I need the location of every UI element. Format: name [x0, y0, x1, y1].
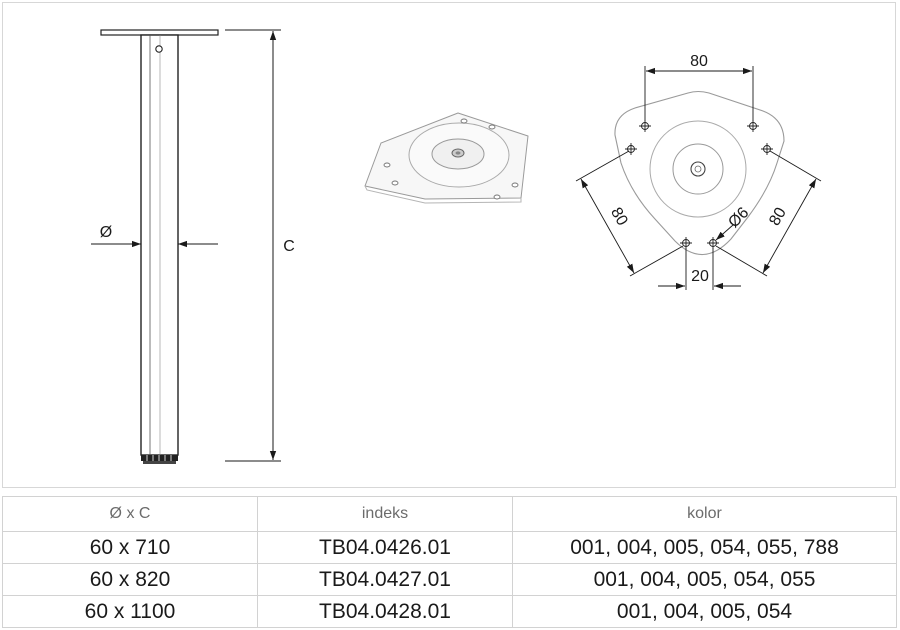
header-dimensions: Ø x C — [2, 496, 258, 532]
plate-holes — [625, 120, 773, 249]
cell-colors: 001, 004, 005, 054 — [512, 595, 897, 628]
diameter-label: Ø — [100, 224, 112, 241]
table-header-row: Ø x C indeks kolor — [2, 496, 897, 532]
right-spacing-label: 80 — [766, 205, 790, 229]
cell-index: TB04.0426.01 — [257, 531, 513, 564]
cell-dimensions: 60 x 710 — [2, 531, 258, 564]
right-spacing-dimension — [715, 150, 822, 277]
header-index: indeks — [257, 496, 513, 532]
leg-mounting-plate — [100, 29, 219, 36]
top-spacing-label: 80 — [690, 53, 708, 70]
cell-colors: 001, 004, 005, 054, 055 — [512, 563, 897, 596]
left-spacing-dimension — [575, 150, 684, 277]
leg-tube — [140, 34, 179, 456]
specification-table: Ø x C indeks kolor 60 x 710 TB04.0426.01… — [2, 496, 897, 628]
height-label: C — [283, 238, 295, 255]
mounting-plate-top-view: 80 80 80 Ø6 — [575, 53, 822, 290]
cell-dimensions: 60 x 820 — [2, 563, 258, 596]
hole-diameter-leader — [715, 224, 734, 241]
bottom-spacing-dimension — [658, 248, 741, 290]
plate-screw-hole — [155, 45, 163, 53]
top-spacing-dimension — [644, 66, 754, 121]
diameter-dimension: Ø — [91, 224, 218, 248]
left-spacing-label: 80 — [607, 205, 631, 229]
technical-drawing: Ø C — [91, 29, 822, 464]
table-leg-side-view: Ø C — [91, 29, 295, 464]
technical-drawing-panel: Ø C — [2, 2, 896, 488]
header-color: kolor — [512, 496, 897, 532]
cell-index: TB04.0427.01 — [257, 563, 513, 596]
cell-dimensions: 60 x 1100 — [2, 595, 258, 628]
plate-outline — [614, 90, 785, 255]
mounting-plate-perspective — [364, 112, 529, 204]
table-row: 60 x 1100 TB04.0428.01 001, 004, 005, 05… — [2, 595, 897, 628]
table-row: 60 x 710 TB04.0426.01 001, 004, 005, 054… — [2, 531, 897, 564]
leveling-foot — [141, 455, 178, 464]
bottom-spacing-label: 20 — [691, 268, 709, 285]
table-row: 60 x 820 TB04.0427.01 001, 004, 005, 054… — [2, 563, 897, 596]
height-dimension: C — [225, 29, 295, 462]
cell-index: TB04.0428.01 — [257, 595, 513, 628]
cell-colors: 001, 004, 005, 054, 055, 788 — [512, 531, 897, 564]
